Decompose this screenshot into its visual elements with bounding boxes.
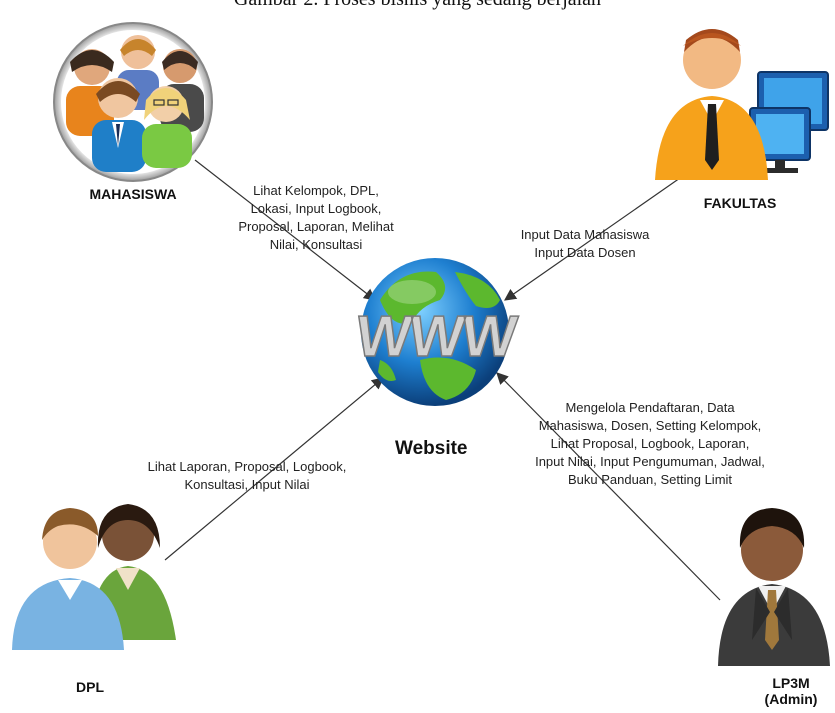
edge-label-line: Input Nilai, Input Pengumuman, Jadwal,	[535, 454, 765, 469]
website-globe-icon: WWW	[352, 258, 521, 406]
edge-label-line: Nilai, Konsultasi	[269, 237, 363, 252]
edge-label-dpl: Lihat Laporan, Proposal, Logbook, Konsul…	[112, 458, 382, 494]
lp3m-label: LP3M (Admin)	[755, 675, 827, 707]
www-logo-text: WWW	[353, 304, 520, 369]
edge-mahasiswa-line	[194, 159, 376, 301]
edge-label-lp3m: Mengelola Pendaftaran, Data Mahasiswa, D…	[500, 399, 800, 489]
edge-label-fakultas: Input Data Mahasiswa Input Data Dosen	[490, 226, 680, 262]
mahasiswa-group-icon	[53, 22, 213, 182]
edge-label-line: Proposal, Laporan, Melihat	[238, 219, 394, 234]
edge-label-line: Input Data Mahasiswa	[520, 227, 650, 242]
edge-label-mahasiswa: Lihat Kelompok, DPL, Lokasi, Input Logbo…	[196, 182, 436, 254]
edge-label-line: Mahasiswa, Dosen, Setting Kelompok,	[538, 418, 762, 433]
edge-label-line: Mengelola Pendaftaran, Data	[565, 400, 735, 415]
edge-label-line: Konsultasi, Input Nilai	[184, 477, 310, 492]
edge-dpl-line	[164, 377, 384, 561]
fakultas-staff-icon	[655, 29, 829, 180]
edge-fakultas-line	[504, 177, 681, 301]
edge-label-line: Lihat Proposal, Logbook, Laporan,	[550, 436, 750, 451]
edge-label-line: Input Data Dosen	[534, 245, 636, 260]
website-label: Website	[395, 438, 468, 459]
edge-label-line: Lokasi, Input Logbook,	[250, 201, 382, 216]
mahasiswa-label: MAHASISWA	[89, 186, 177, 202]
lp3m-admin-icon	[718, 508, 830, 666]
lp3m-label-line2: (Admin)	[764, 691, 818, 707]
lp3m-label-line1: LP3M	[772, 675, 810, 691]
dpl-people-icon	[12, 504, 176, 650]
dpl-label: DPL	[76, 679, 104, 695]
fakultas-label: FAKULTAS	[703, 195, 777, 211]
edge-label-line: Buku Panduan, Setting Limit	[567, 472, 733, 487]
edge-label-line: Lihat Kelompok, DPL,	[253, 183, 379, 198]
figure-caption: Gambar 2. Proses bisnis yang sedang berj…	[0, 0, 835, 11]
edge-lp3m-line	[496, 372, 721, 601]
edge-label-line: Lihat Laporan, Proposal, Logbook,	[147, 459, 347, 474]
